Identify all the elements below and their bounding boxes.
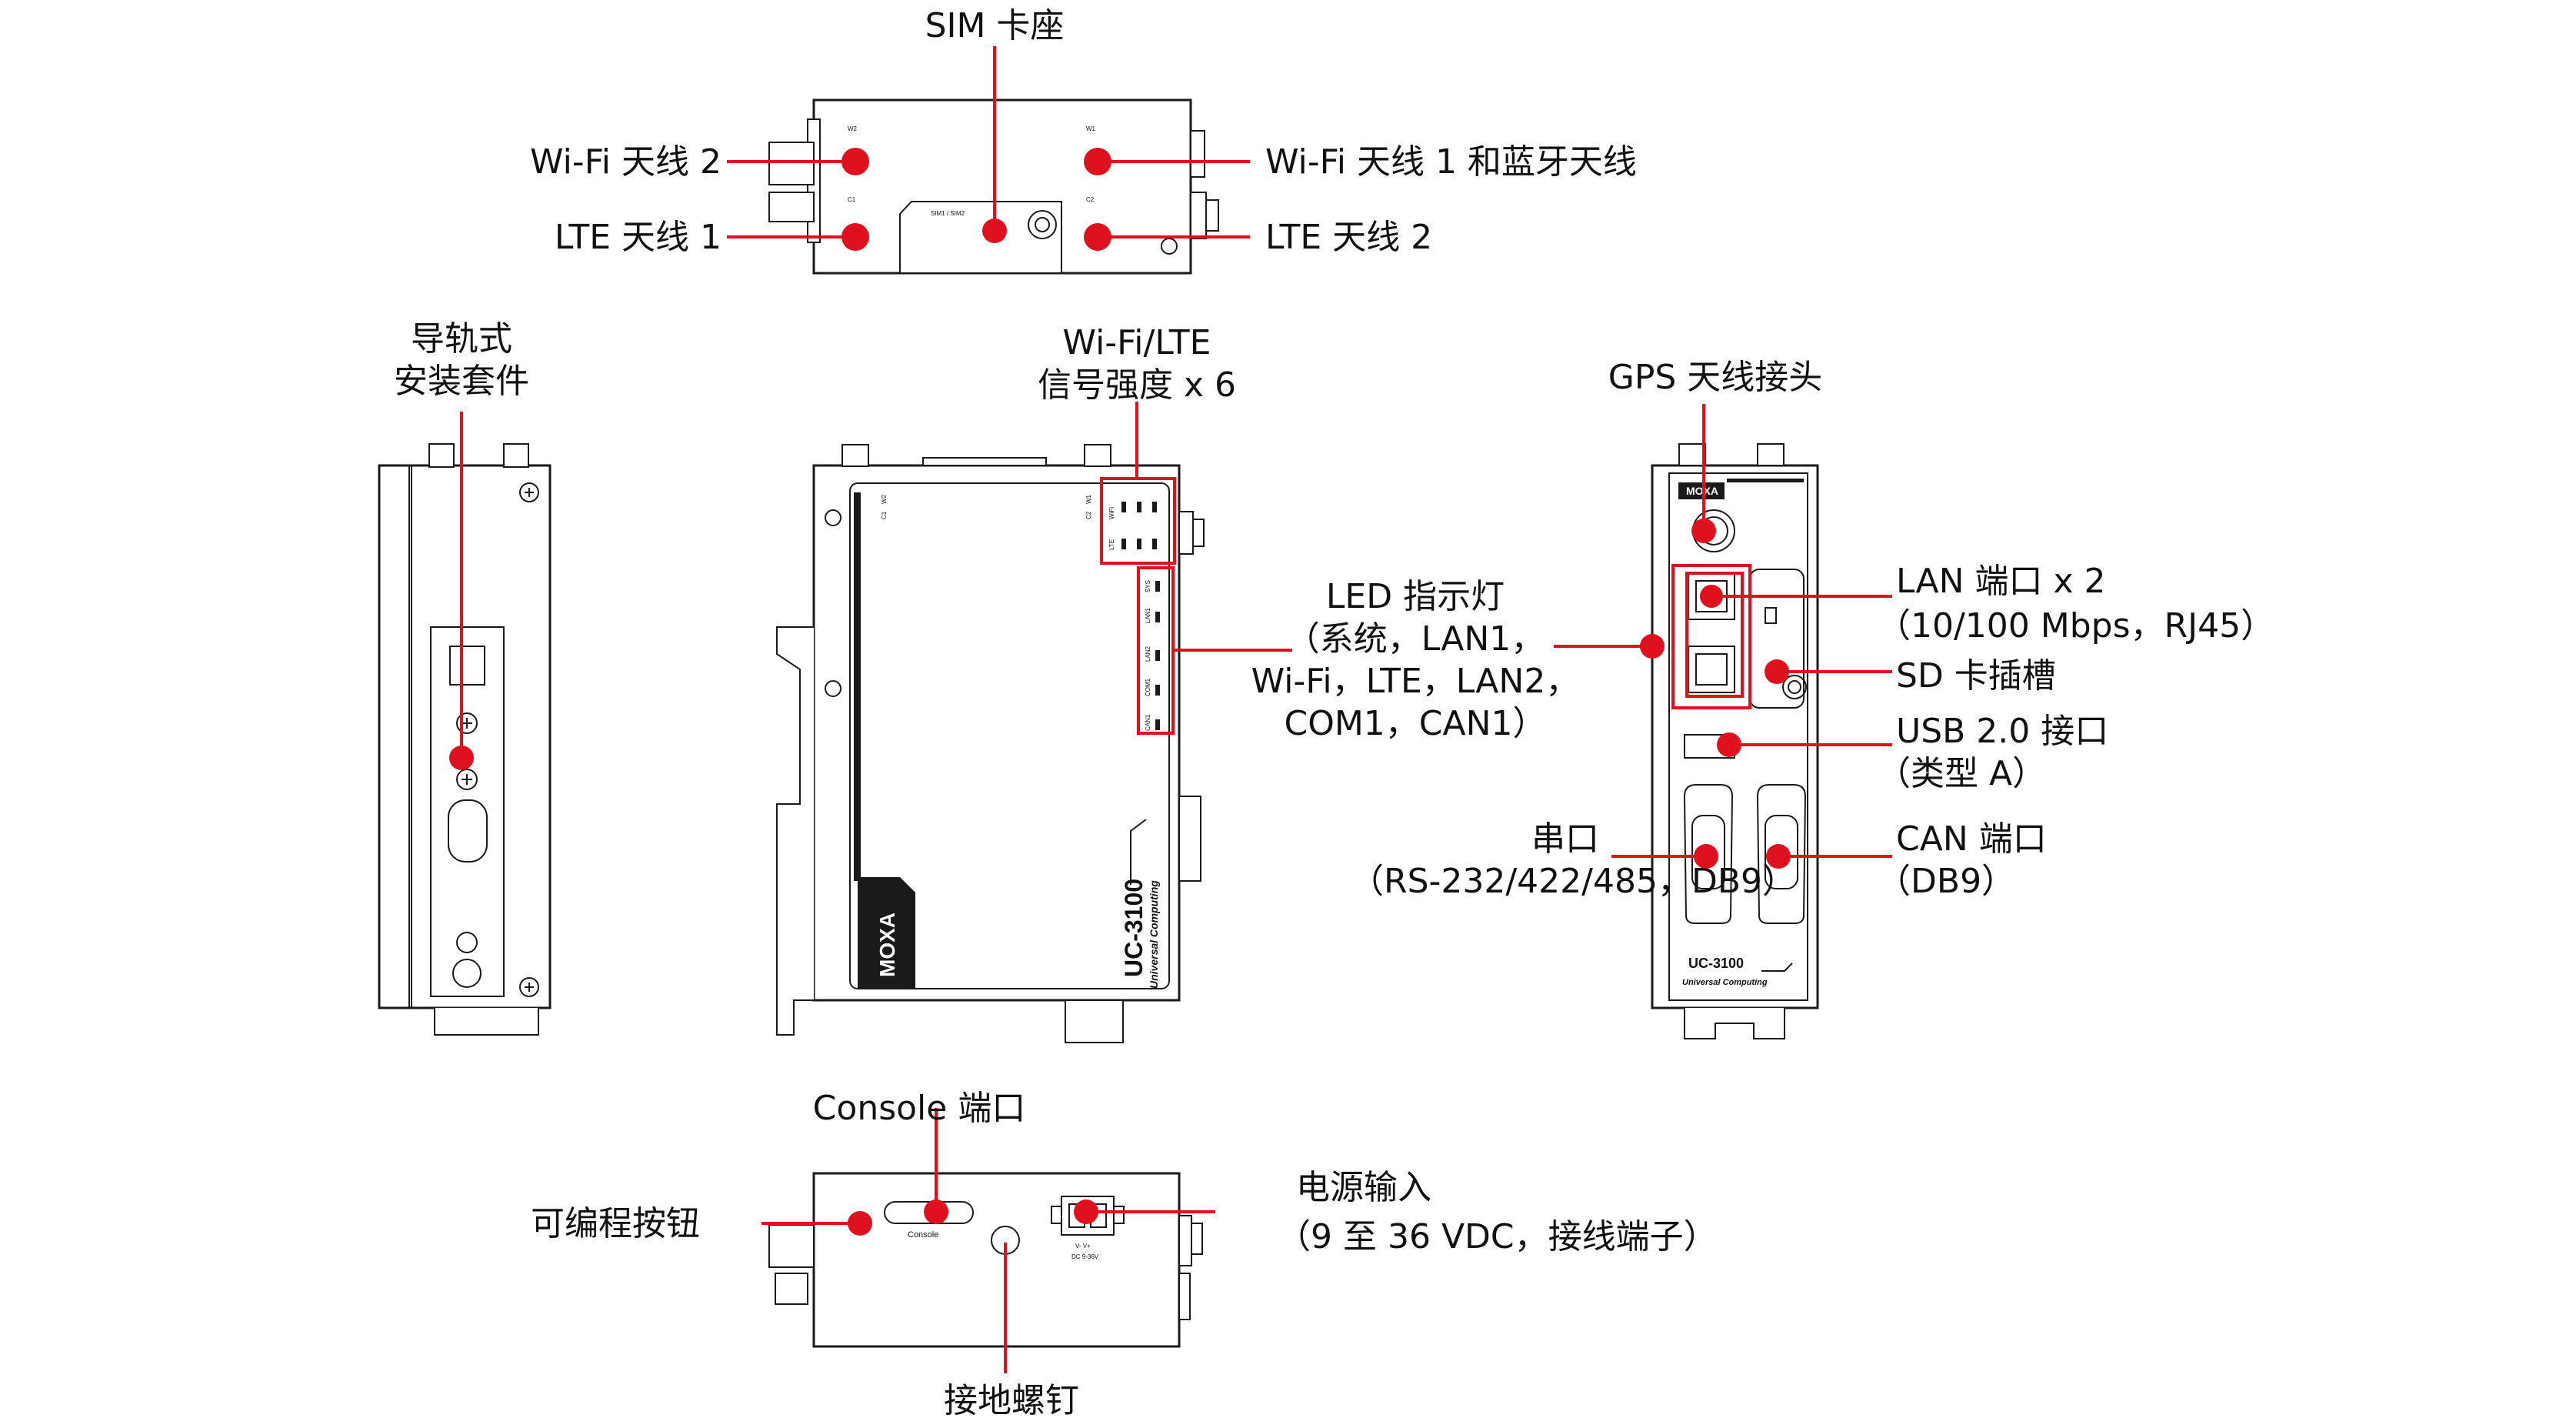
usb-label-line2: （类型 A） [1877,754,2046,793]
usb-dot [1717,732,1741,757]
serial-label-line2: （RS-232/422/485，DB9） [1350,862,1796,901]
wifi-ant1-bt-label: Wi-Fi 天线 1 和蓝牙天线 [1265,142,1637,182]
wifi-ant1-dot [1084,148,1111,175]
front-brand-text: MOXA [875,913,899,977]
wifi-ant2-dot [841,148,869,175]
rear-led-dot [1640,634,1665,659]
lte-ant2-label: LTE 天线 2 [1265,218,1432,257]
usb-label-line1: USB 2.0 接口 [1896,712,2108,751]
wifi-ant2-label: Wi-Fi 天线 2 [530,142,721,182]
lan-label-line1: LAN 端口 x 2 [1896,562,2106,601]
front-tagline-text: Universal Computing [1148,880,1160,989]
rear-tagline-text: Universal Computing [1682,978,1768,987]
gps-dot [1691,519,1716,543]
sim-slot-label: SIM 卡座 [925,6,1065,45]
power-label-line1: 电源输入 [1296,1168,1431,1207]
lan-dot [1700,585,1723,608]
signal-label-line2: 信号强度 x 6 [1038,365,1236,405]
sim-door [899,201,1062,274]
din-rail-kit [430,626,505,997]
rear-moxa-logo [1678,482,1725,499]
svg-text:SYS: SYS [1145,580,1151,592]
signal-led-grid: WiFi LTE [1108,502,1157,550]
console-dot [924,1199,948,1224]
status-led-column: SYS LAN1 LAN2 COM1 CAN1 [1145,580,1160,731]
rear-led-highlight-box [1671,564,1751,709]
lte-ant1-label: LTE 天线 1 [555,218,721,257]
svg-text:LTE: LTE [1108,539,1115,550]
svg-text:CAN1: CAN1 [1145,714,1151,731]
front-view: MOXA UC-3100 Universal Computing C1 W2 W… [776,444,1205,1043]
serial-dot [1694,844,1718,869]
prog-button-label: 可编程按钮 [531,1204,700,1243]
top-view: SIM1 / SIM2 W2 W1 C1 C2 [768,98,1219,275]
svg-text:LAN2: LAN2 [1145,646,1151,662]
lan-label-line2: （10/100 Mbps，RJ45） [1877,606,2274,646]
led-label-line3: Wi-Fi，LTE，LAN2， [1251,662,1580,701]
sd-dot [1765,659,1789,684]
front-model-text: UC-3100 [1120,879,1148,977]
top-w1-text: W1 [1086,125,1096,132]
svg-text:C1: C1 [881,511,888,519]
button-dot [848,1211,872,1236]
led-label-line4: COM1，CAN1） [1284,704,1546,743]
rear-model-text: UC-3100 [1688,956,1744,971]
led-label-line1: LED 指示灯 [1326,577,1505,616]
led-highlight-box [1137,566,1175,735]
serial-label-line1: 串口 [1531,819,1599,859]
console-label: Console 端口 [813,1089,1026,1128]
side-view [378,443,552,1036]
svg-text:LAN1: LAN1 [1145,607,1151,623]
console-port [884,1201,974,1224]
can-label-line1: CAN 端口 [1896,819,2047,859]
top-din-clip [768,142,815,185]
lan-highlight-box [1685,572,1744,698]
power-rating-text: DC 9-36V [1071,1253,1099,1260]
lte-ant1-dot [841,223,869,251]
svg-text:C2: C2 [1085,511,1092,519]
leader-lines [460,46,1892,1373]
top-c2-text: C2 [1086,196,1095,203]
callout-labels: SIM 卡座 Wi-Fi 天线 2 LTE 天线 1 Wi-Fi 天线 1 和蓝… [394,6,2274,1418]
ground-label: 接地螺钉 [944,1381,1079,1418]
power-label-line2: （9 至 36 VDC，接线端子） [1277,1217,1718,1256]
bottom-view-body [812,1172,1181,1348]
console-text: Console [908,1230,938,1239]
can-dot [1766,844,1791,869]
callout-dots [449,148,1791,1236]
din-rail-label-line2: 安装套件 [394,362,529,401]
sd-label: SD 卡插槽 [1896,656,2056,696]
top-c1-text: C1 [848,196,856,203]
svg-text:W1: W1 [1085,494,1092,504]
signal-label-line1: Wi-Fi/LTE [1063,323,1211,362]
gps-label: GPS 天线接头 [1608,358,1823,397]
front-moxa-logo [858,877,915,989]
din-rail-label-line1: 导轨式 [411,319,512,359]
power-dot [1074,1199,1098,1224]
top-antenna-stub [1190,192,1207,239]
bottom-view: Console V- V+ DC 9-36V [768,1172,1203,1348]
lte-ant2-dot [1084,223,1111,251]
led-label-line2: （系统，LAN1， [1286,619,1545,659]
side-screw-top [519,482,539,502]
svg-text:COM1: COM1 [1145,678,1151,696]
power-terminal-text: V- V+ [1075,1243,1091,1250]
top-w2-text: W2 [848,125,858,132]
svg-text:WiFi: WiFi [1108,507,1115,519]
side-screw-bottom [519,977,539,997]
sim-dot [982,219,1007,243]
can-label-line2: （DB9） [1877,862,2015,901]
svg-text:W2: W2 [881,494,888,504]
din-rail-dot [449,746,474,770]
front-din-clip [776,626,814,1036]
top-sim-text: SIM1 / SIM2 [931,210,965,217]
